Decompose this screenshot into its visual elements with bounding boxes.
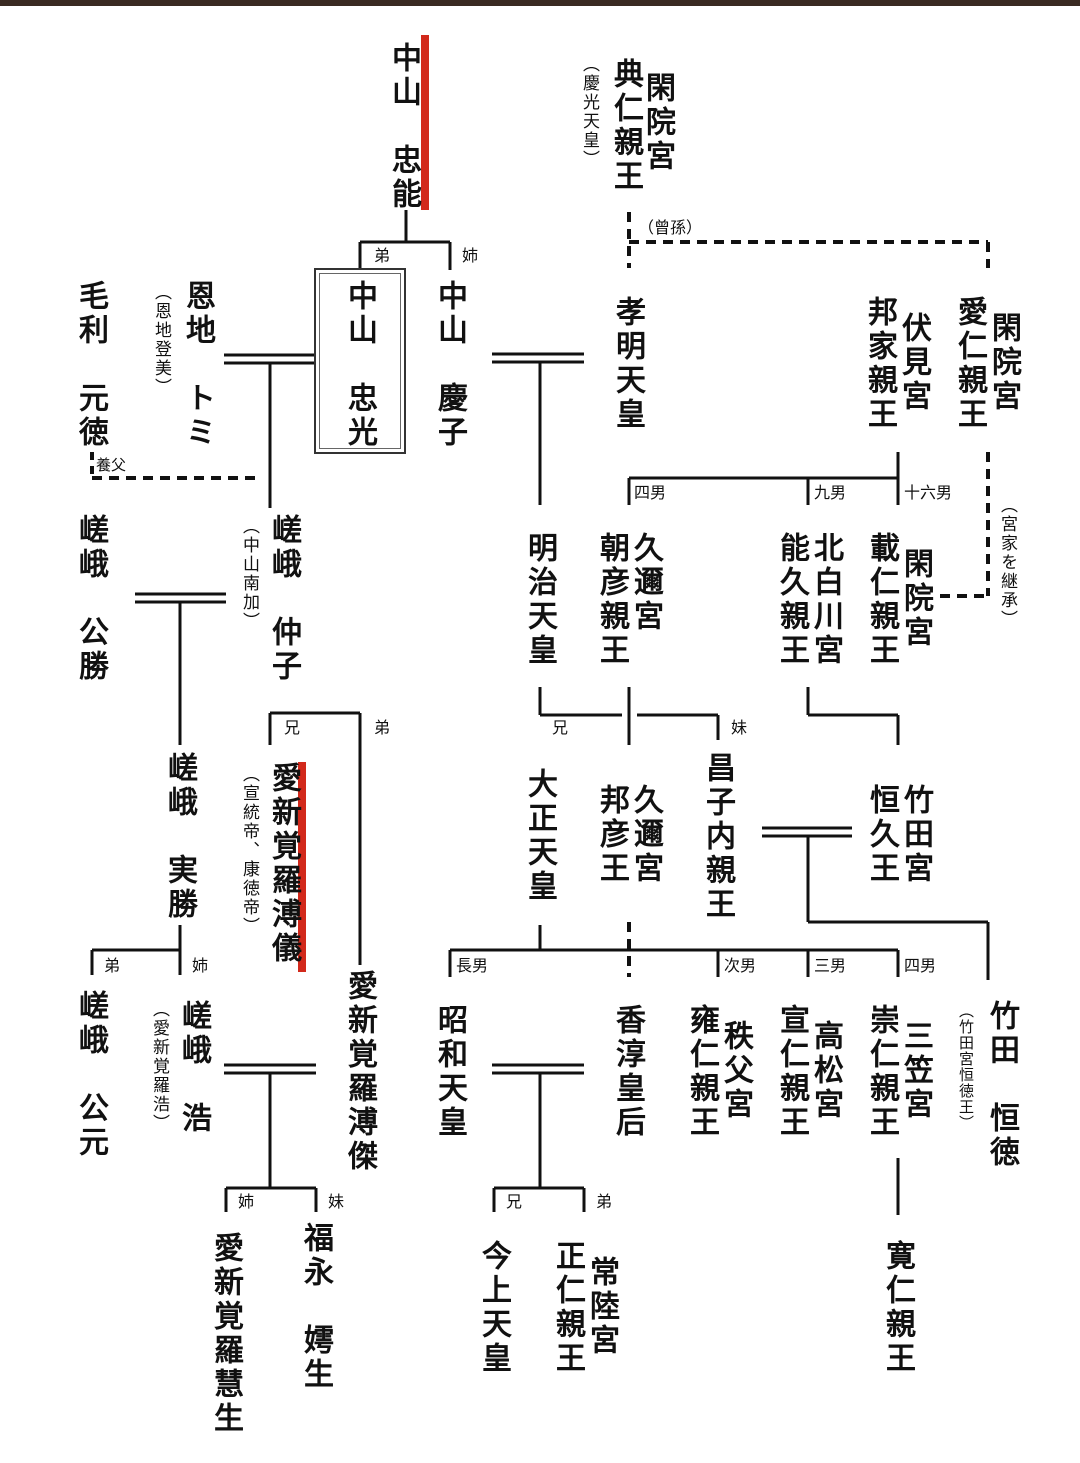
person-fushimi-kuniie: 邦家親王 bbox=[862, 296, 897, 432]
label-older-sister-3: 姉 bbox=[238, 1192, 255, 1211]
person-saga-sanetou: 嵯峨 実勝 bbox=[162, 752, 197, 922]
person-mori-motonori: 毛利 元徳 bbox=[73, 280, 108, 450]
note-hiro: （愛新覚羅浩） bbox=[149, 1000, 169, 1133]
label-older-sister-2: 姉 bbox=[192, 956, 209, 975]
person-saga-kinmoto: 嵯峨 公元 bbox=[73, 990, 108, 1160]
label-younger-sister-2: 妹 bbox=[328, 1192, 345, 1211]
person-kojun: 香淳皇后 bbox=[610, 1004, 645, 1140]
label-older-brother-3: 兄 bbox=[506, 1192, 523, 1211]
person-masako: 昌子内親王 bbox=[700, 752, 735, 922]
person-saga-hiro: 嵯峨 浩 bbox=[176, 1000, 211, 1136]
highlight-box-tadamitsu bbox=[314, 268, 406, 454]
note-puyi: （宣統帝、康徳帝） bbox=[239, 765, 259, 936]
person-kinjo: 今上天皇 bbox=[476, 1240, 511, 1376]
house-kitashirakawa: 北白川宮 bbox=[808, 532, 843, 668]
note-tsunenori: （竹田宮恒徳王） bbox=[957, 1003, 975, 1131]
person-tsunehisa: 恒久王 bbox=[864, 784, 899, 886]
label-fourth-son-1: 四男 bbox=[634, 483, 667, 502]
person-naruhito: 愛仁親王 bbox=[952, 296, 987, 432]
person-yoshihisa: 能久親王 bbox=[774, 532, 809, 668]
label-older-brother-2: 兄 bbox=[552, 718, 569, 737]
label-great-grandson: （曾孫） bbox=[638, 218, 703, 237]
house-fushiminomiya: 伏見宮 bbox=[896, 312, 931, 414]
person-hitachi: 正仁親王 bbox=[550, 1240, 585, 1376]
label-third-son: 三男 bbox=[814, 956, 847, 975]
house-hitachi: 常陸宮 bbox=[584, 1256, 619, 1358]
person-sukehito: 典仁親王 bbox=[608, 58, 643, 194]
person-asahiko: 朝彦親王 bbox=[594, 532, 629, 668]
person-chichibu: 雍仁親王 bbox=[684, 1004, 719, 1140]
note-naka: （中山南加） bbox=[239, 517, 259, 631]
house-kaninnomiya-kotohito: 閑院宮 bbox=[898, 548, 933, 650]
label-ninth-son: 九男 bbox=[814, 483, 847, 502]
person-takamatsu: 宣仁親王 bbox=[774, 1004, 809, 1140]
house-kaninnomiya-naruhito: 閑院宮 bbox=[986, 312, 1021, 414]
person-onchi-tomi: 恩地 トミ bbox=[180, 280, 215, 450]
label-older-brother-1: 兄 bbox=[284, 718, 301, 737]
person-aisin-pujie: 愛新覚羅溥傑 bbox=[342, 970, 377, 1174]
person-showa: 昭和天皇 bbox=[432, 1004, 467, 1140]
person-kuniyoshi: 邦彦王 bbox=[594, 784, 629, 886]
person-meiji: 明治天皇 bbox=[522, 532, 557, 668]
label-second-son: 次男 bbox=[724, 956, 757, 975]
note-onchi: （恩地登美） bbox=[151, 283, 171, 397]
label-sixteenth-son: 十六男 bbox=[904, 483, 953, 502]
top-bar bbox=[0, 0, 1080, 6]
person-taisho: 大正天皇 bbox=[522, 768, 557, 904]
label-eldest-son: 長男 bbox=[456, 956, 489, 975]
house-kuninomiya-1: 久邇宮 bbox=[628, 532, 663, 634]
person-saga-kinkatsu: 嵯峨 公勝 bbox=[73, 514, 108, 684]
person-mikasa: 崇仁親王 bbox=[864, 1004, 899, 1140]
person-aisin-eisei: 愛新覚羅慧生 bbox=[208, 1232, 243, 1436]
note-succession: （宮家を継承） bbox=[997, 496, 1017, 629]
person-aisin-puyi: 愛新覚羅溥儀 bbox=[266, 762, 301, 966]
house-kaninnomiya-sukehito: 閑院宮 bbox=[640, 72, 675, 174]
house-takeda: 竹田宮 bbox=[898, 784, 933, 886]
person-nakayama-tadayasu: 中山 忠能 bbox=[386, 42, 421, 212]
label-fourth-son-2: 四男 bbox=[904, 956, 937, 975]
person-takeda-tsunenori: 竹田 恒徳 bbox=[984, 1000, 1019, 1170]
label-younger-brother-1: 弟 bbox=[374, 246, 391, 265]
note-sukehito: （慶光天皇） bbox=[579, 55, 599, 169]
label-adoptive-father: 養父 bbox=[96, 456, 127, 474]
person-kotohito: 載仁親王 bbox=[864, 532, 899, 668]
label-younger-brother-2: 弟 bbox=[374, 718, 391, 737]
house-mikasa: 三笠宮 bbox=[898, 1020, 933, 1122]
person-nakayama-tadamitsu: 中山 忠光 bbox=[342, 280, 377, 450]
house-chichibu: 秩父宮 bbox=[718, 1020, 753, 1122]
person-nakayama-yoshiko: 中山 慶子 bbox=[432, 280, 467, 450]
person-komei: 孝明天皇 bbox=[610, 296, 645, 432]
person-tomohito: 寛仁親王 bbox=[880, 1240, 915, 1376]
house-takamatsu: 高松宮 bbox=[808, 1020, 843, 1122]
label-older-sister-1: 姉 bbox=[462, 246, 479, 265]
label-younger-brother-3: 弟 bbox=[104, 956, 121, 975]
person-saga-naka: 嵯峨 仲子 bbox=[266, 514, 301, 684]
label-younger-brother-4: 弟 bbox=[596, 1192, 613, 1211]
person-fukunaga-kosei: 福永 嫮生 bbox=[298, 1222, 333, 1392]
house-kuninomiya-2: 久邇宮 bbox=[628, 784, 663, 886]
label-younger-sister-1: 妹 bbox=[731, 718, 748, 737]
